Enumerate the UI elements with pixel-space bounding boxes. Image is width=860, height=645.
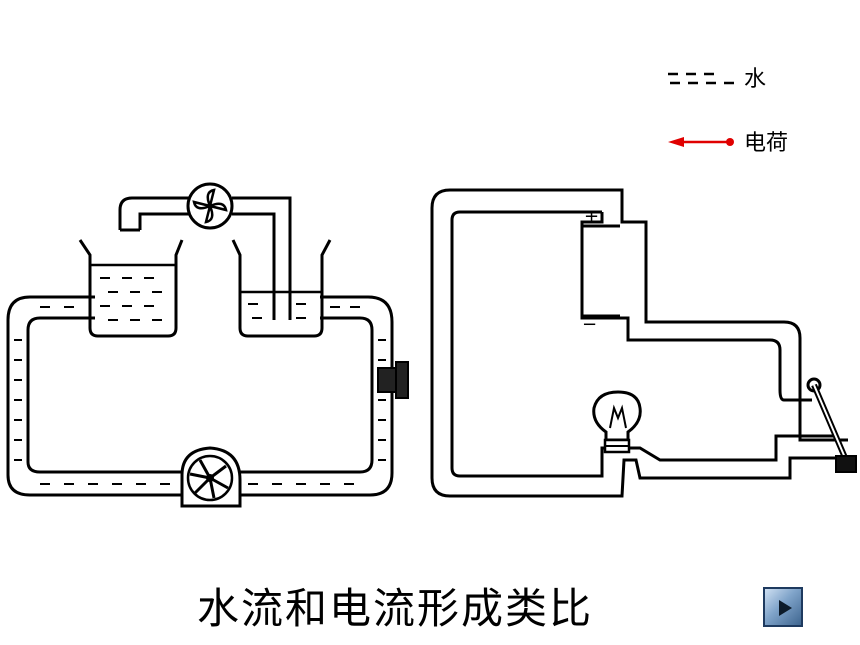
water-pipe-inner-wall: [26, 316, 374, 474]
legend: 水 电荷: [668, 67, 788, 156]
wire-inner-wall: [450, 210, 836, 478]
battery-plus-sign: +: [584, 206, 599, 227]
switch-lever-icon: [806, 377, 857, 473]
water-legend-icon: [668, 72, 734, 85]
battery-minus-sign: −: [582, 314, 597, 335]
water-circuit: [6, 182, 409, 508]
turbine-icon: [186, 182, 234, 230]
electric-circuit: + −: [430, 188, 857, 498]
valve-icon: [377, 361, 409, 399]
right-tank-water-dashes: [248, 303, 306, 319]
pipe-water-dashes: [14, 306, 386, 485]
right-water-tank: [231, 239, 332, 338]
left-tank-water-dashes: [100, 277, 162, 321]
light-bulb-icon: [592, 390, 642, 454]
battery-icon: [582, 224, 620, 318]
play-button[interactable]: [763, 587, 803, 627]
left-water-tank: [78, 239, 184, 338]
water-pump-icon: [180, 446, 242, 508]
charge-legend-label: 电荷: [744, 131, 788, 156]
charge-legend-icon: [668, 137, 734, 147]
water-pipe-outer-wall: [6, 295, 394, 497]
play-icon: [779, 600, 792, 616]
slide-caption: 水流和电流形成类比: [196, 584, 593, 633]
wire-outer-wall: [430, 188, 848, 498]
water-legend-label: 水: [744, 67, 766, 92]
overhead-pipe: [118, 196, 292, 320]
